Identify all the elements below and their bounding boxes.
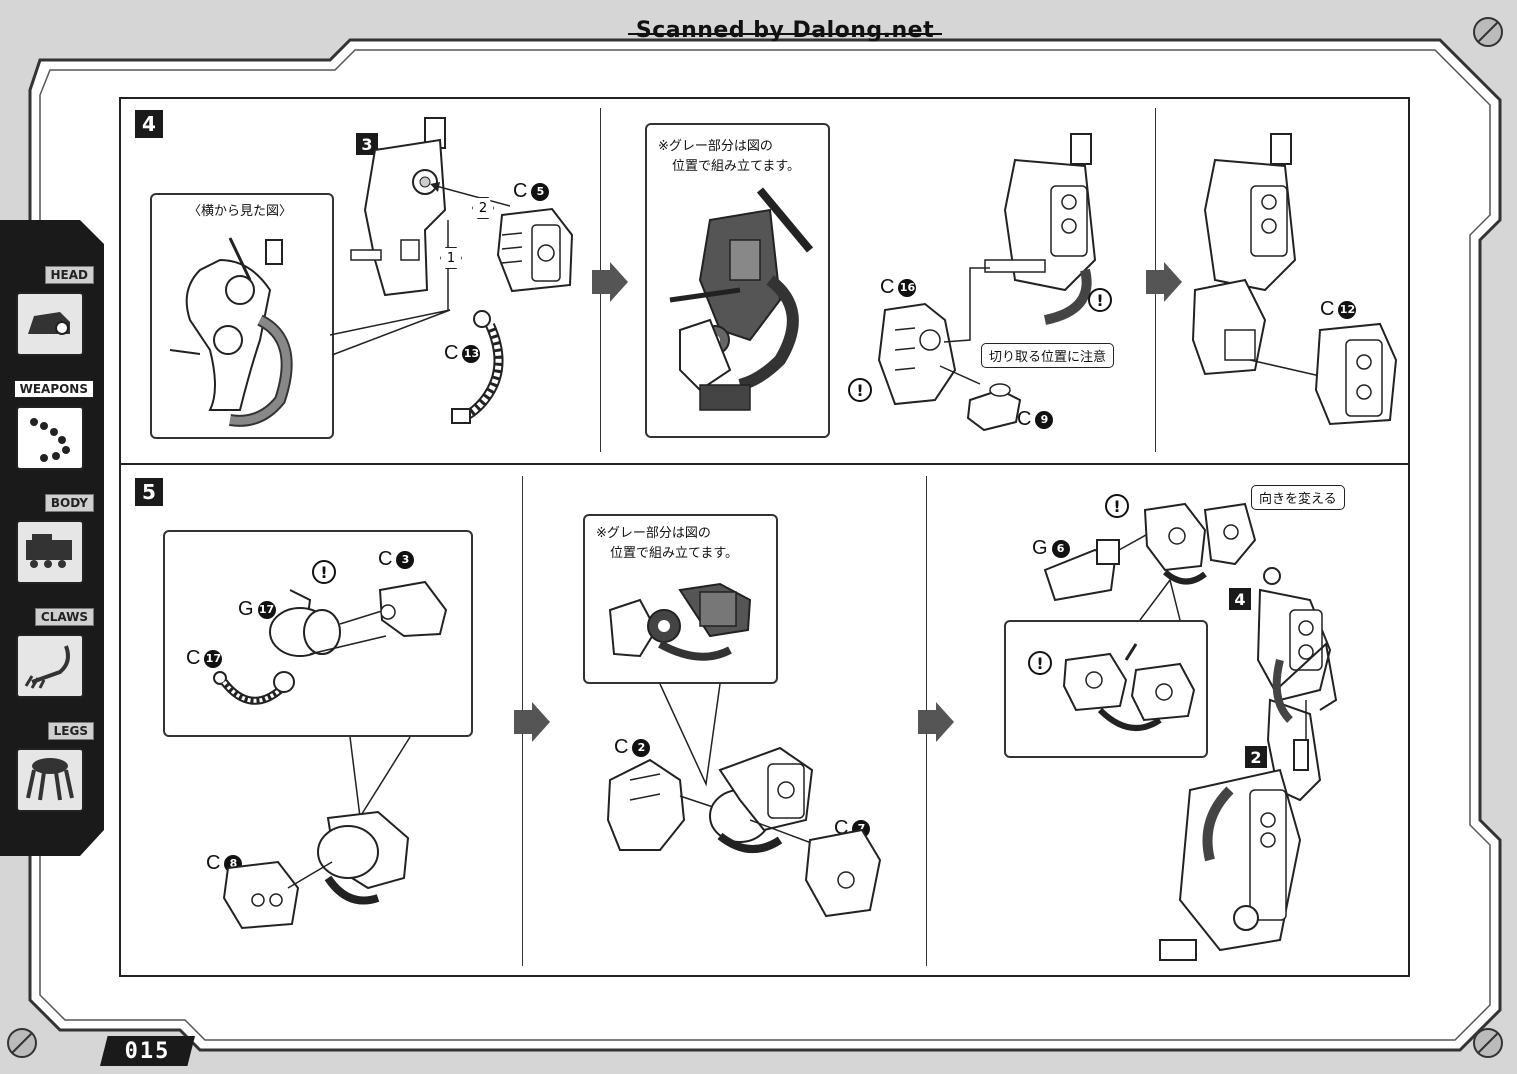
claw-joint-part (496, 207, 574, 293)
joint-assembly-diagram (222, 810, 410, 930)
row-divider (119, 463, 1410, 465)
flexible-tube-part (451, 310, 504, 424)
gray-note-line2: 位置で組み立てます。 (672, 159, 801, 174)
g6-attachment-diagram (1043, 502, 1257, 602)
tab-claws-label: CLAWS (34, 608, 94, 626)
callout-pointer (659, 683, 721, 787)
side-view-arm-diagram (169, 237, 293, 427)
callout-pointer (1139, 578, 1181, 621)
weapons-icon (16, 406, 84, 470)
warning-icon: ! (312, 560, 336, 584)
tab-body-label: BODY (44, 494, 94, 512)
tab-claws[interactable]: CLAWS (6, 604, 98, 708)
cut-position-note: 切り取る位置に注意 (981, 343, 1115, 368)
c12-cover-part (1249, 322, 1398, 426)
side-view-label: 〈横から見た図〉 (188, 204, 293, 219)
joint-orientation-diagram (1062, 643, 1196, 731)
head-icon (16, 292, 84, 356)
connector-line (943, 267, 990, 343)
joint-cover-part (877, 302, 957, 406)
body-icon (16, 520, 84, 584)
page-number: 015 (100, 1036, 195, 1066)
arm-with-joint-diagram (984, 133, 1097, 325)
warning-icon: ! (1088, 288, 1112, 312)
change-direction-note: 向きを変える (1251, 485, 1345, 510)
gray-note-line1: ※グレー部分は図の (596, 526, 711, 541)
step-5-badge: 5 (135, 478, 163, 506)
gray-note-line1: ※グレー部分は図の (658, 139, 773, 154)
tab-head-label: HEAD (44, 266, 94, 284)
tab-legs-label: LEGS (47, 722, 94, 740)
gray-note-line2: 位置で組み立てます。 (610, 546, 739, 561)
gray-joint-diagram (608, 582, 752, 661)
next-step-arrow (514, 702, 550, 742)
substep-4-badge: 4 (1229, 588, 1251, 610)
joint-detail-diagram (213, 580, 448, 705)
tab-body[interactable]: BODY (6, 490, 98, 594)
joint-cover-assembly-diagram (606, 746, 882, 918)
watermark: Scanned by Dalong.net (600, 18, 970, 43)
warning-icon: ! (848, 378, 872, 402)
tab-head[interactable]: HEAD (6, 262, 98, 366)
order-marker-1: 1 (440, 247, 462, 269)
warning-icon: ! (1105, 494, 1129, 518)
tab-weapons[interactable]: WEAPONS (6, 376, 98, 480)
c9-part-diagram (939, 365, 1022, 432)
step-4-badge: 4 (135, 110, 163, 138)
side-tab-bar: HEAD WEAPONS BODY CLAWS LEGS (0, 220, 108, 860)
order-marker-2: 2 (472, 197, 494, 219)
next-step-arrow (592, 262, 628, 302)
arm-assembly-part (350, 117, 447, 297)
next-step-arrow (1146, 262, 1182, 302)
substep-2-badge: 2 (1245, 746, 1267, 768)
claws-icon (16, 634, 84, 698)
next-step-arrow (918, 702, 954, 742)
final-weapon-arm-diagram (1159, 567, 1338, 961)
substep-3-badge: 3 (356, 133, 378, 155)
completed-arm-diagram (1191, 133, 1297, 376)
tab-weapons-label: WEAPONS (13, 380, 94, 398)
legs-icon (16, 748, 84, 812)
callout-pointer (329, 309, 451, 356)
tab-legs[interactable]: LEGS (6, 718, 98, 822)
warning-icon: ! (1028, 651, 1052, 675)
gray-assembly-diagram (669, 187, 814, 411)
